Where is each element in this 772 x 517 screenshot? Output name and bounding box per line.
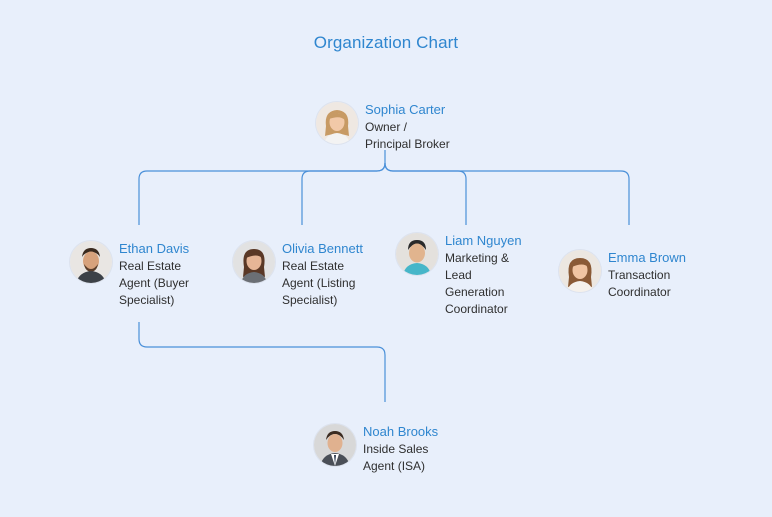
org-node-sophia-carter[interactable]: Sophia Carter Owner / Principal Broker	[316, 102, 450, 153]
male-portrait-icon	[70, 241, 112, 283]
org-node-liam-nguyen[interactable]: Liam Nguyen Marketing & Lead Generation …	[396, 233, 522, 318]
org-node-ethan-davis[interactable]: Ethan Davis Real Estate Agent (Buyer Spe…	[70, 241, 189, 309]
connector-sophia-emma	[384, 162, 630, 225]
person-role-line: Principal Broker	[365, 137, 450, 151]
person-role-line: Generation	[445, 285, 505, 299]
person-role-line: Inside Sales	[363, 442, 429, 456]
org-node-olivia-bennett[interactable]: Olivia Bennett Real Estate Agent (Listin…	[233, 241, 363, 309]
person-name: Ethan Davis	[119, 241, 190, 256]
female-portrait-icon	[559, 250, 601, 292]
person-role-line: Transaction	[608, 268, 671, 282]
person-role-line: Marketing &	[445, 251, 510, 265]
male-portrait-icon	[314, 424, 356, 466]
person-name: Sophia Carter	[365, 102, 446, 117]
connector-sophia-olivia	[301, 162, 386, 225]
person-role-line: Agent (Buyer	[119, 276, 190, 290]
male-portrait-icon	[396, 233, 438, 275]
person-role-line: Coordinator	[608, 285, 671, 299]
person-role-line: Coordinator	[445, 302, 508, 316]
connector-sophia-liam	[384, 162, 467, 225]
person-role-line: Lead	[445, 268, 472, 282]
connector-sophia-ethan	[138, 150, 386, 225]
person-role-line: Specialist)	[119, 293, 175, 307]
person-name: Emma Brown	[608, 250, 687, 265]
person-role-line: Agent (ISA)	[363, 459, 426, 473]
person-role-line: Real Estate	[282, 259, 345, 273]
person-role-line: Agent (Listing	[282, 276, 356, 290]
female-portrait-icon	[316, 102, 358, 144]
person-name: Olivia Bennett	[282, 241, 363, 256]
connector-ethan-noah	[138, 322, 386, 402]
person-name: Liam Nguyen	[445, 233, 522, 248]
org-node-noah-brooks[interactable]: Noah Brooks Inside Sales Agent (ISA)	[314, 424, 438, 475]
female-portrait-icon	[233, 241, 275, 283]
person-name: Noah Brooks	[363, 424, 439, 439]
chart-title: Organization Chart	[313, 33, 459, 52]
org-node-emma-brown[interactable]: Emma Brown Transaction Coordinator	[559, 250, 686, 301]
person-role-line: Real Estate	[119, 259, 182, 273]
person-role-line: Owner /	[365, 120, 408, 134]
person-role-line: Specialist)	[282, 293, 338, 307]
